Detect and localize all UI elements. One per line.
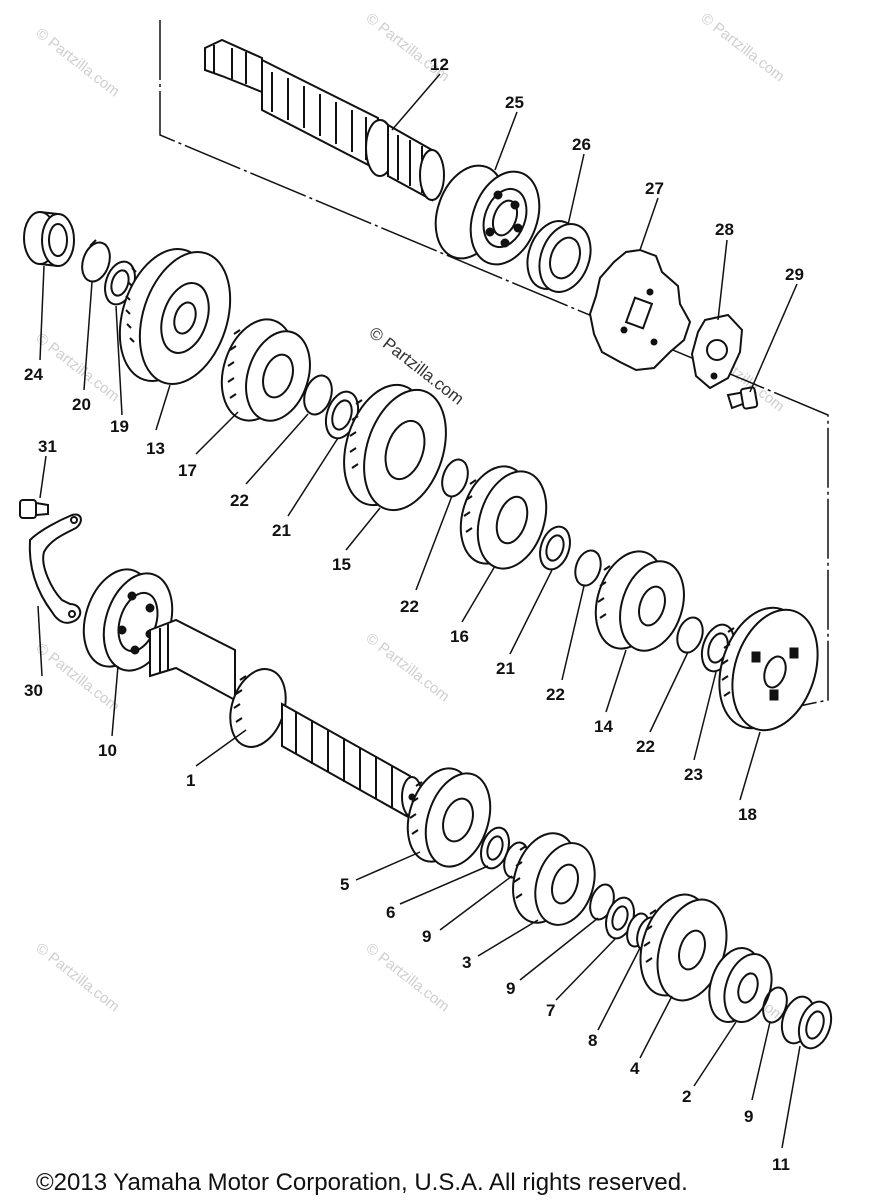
leader-lines (37, 73, 801, 1149)
bolt-31 (19, 499, 49, 519)
label-22d: 22 (636, 737, 655, 756)
label-21a: 21 (272, 521, 291, 540)
circlip-22-fourth (676, 616, 704, 654)
label-18: 18 (738, 805, 757, 824)
bolt-29 (726, 386, 759, 410)
part-labels: 12 25 26 27 28 29 24 20 19 13 17 22 21 1… (24, 55, 804, 1174)
label-14: 14 (594, 717, 613, 736)
label-9c: 9 (744, 1107, 753, 1126)
gear-3 (512, 832, 596, 926)
label-9b: 9 (506, 979, 515, 998)
label-8: 8 (588, 1031, 597, 1050)
label-4: 4 (630, 1059, 640, 1078)
main-axle-1 (149, 618, 423, 820)
label-5: 5 (340, 875, 349, 894)
gear-4 (639, 893, 728, 1002)
assembly-outline (159, 20, 829, 709)
label-28: 28 (715, 220, 734, 239)
lock-washer-28 (690, 313, 744, 390)
label-16: 16 (450, 627, 469, 646)
label-23: 23 (684, 765, 703, 784)
watermark-tile: © Partzilla.com (363, 940, 453, 1016)
gear-18 (718, 606, 819, 732)
drive-axle-12 (204, 38, 445, 202)
label-22c: 22 (546, 685, 565, 704)
drive-sprocket-27 (588, 248, 692, 372)
watermark-tile: © Partzilla.com (698, 10, 788, 86)
circlip-22-upper (303, 374, 333, 416)
bearing-25 (434, 164, 541, 266)
label-15: 15 (332, 555, 351, 574)
label-1: 1 (186, 771, 195, 790)
copyright-footer: ©2013 Yamaha Motor Corporation, U.S.A. A… (36, 1169, 688, 1196)
label-24: 24 (24, 365, 43, 384)
label-10: 10 (98, 741, 117, 760)
label-22a: 22 (230, 491, 249, 510)
label-3: 3 (462, 953, 471, 972)
needle-bearing-11 (780, 995, 833, 1050)
washer-21-second (539, 525, 571, 571)
label-2: 2 (682, 1087, 691, 1106)
watermark-tile: © Partzilla.com (33, 25, 123, 101)
label-26: 26 (572, 135, 591, 154)
label-17: 17 (178, 461, 197, 480)
watermark-tile: © Partzilla.com (33, 940, 123, 1016)
washer-6 (480, 826, 510, 870)
label-31: 31 (38, 437, 57, 456)
label-9a: 9 (422, 927, 431, 946)
label-13: 13 (146, 439, 165, 458)
washer-21-upper (324, 390, 360, 440)
gear-13 (118, 248, 232, 385)
label-11: 11 (772, 1155, 790, 1174)
label-22b: 22 (400, 597, 419, 616)
label-29: 29 (785, 265, 804, 284)
watermark-tile: © Partzilla.com (363, 630, 453, 706)
bearing-stopper-30 (28, 513, 82, 624)
circlip-20 (81, 239, 111, 283)
label-6: 6 (386, 903, 395, 922)
label-19: 19 (110, 417, 129, 436)
label-12: 12 (430, 55, 449, 74)
gear-2 (708, 947, 773, 1023)
label-20: 20 (72, 395, 91, 414)
needle-bearing-24 (23, 211, 75, 267)
oil-seal-26 (526, 220, 592, 293)
gear-15 (343, 383, 447, 512)
label-21b: 21 (496, 659, 515, 678)
gear-14 (594, 550, 685, 652)
gear-5 (406, 767, 492, 868)
circlip-22-third (574, 549, 602, 587)
gear-17 (220, 318, 311, 422)
circlip-22-second (441, 458, 469, 498)
label-25: 25 (505, 93, 524, 112)
label-7: 7 (546, 1001, 555, 1020)
label-30: 30 (24, 681, 43, 700)
gear-16 (459, 465, 548, 570)
label-27: 27 (645, 179, 664, 198)
